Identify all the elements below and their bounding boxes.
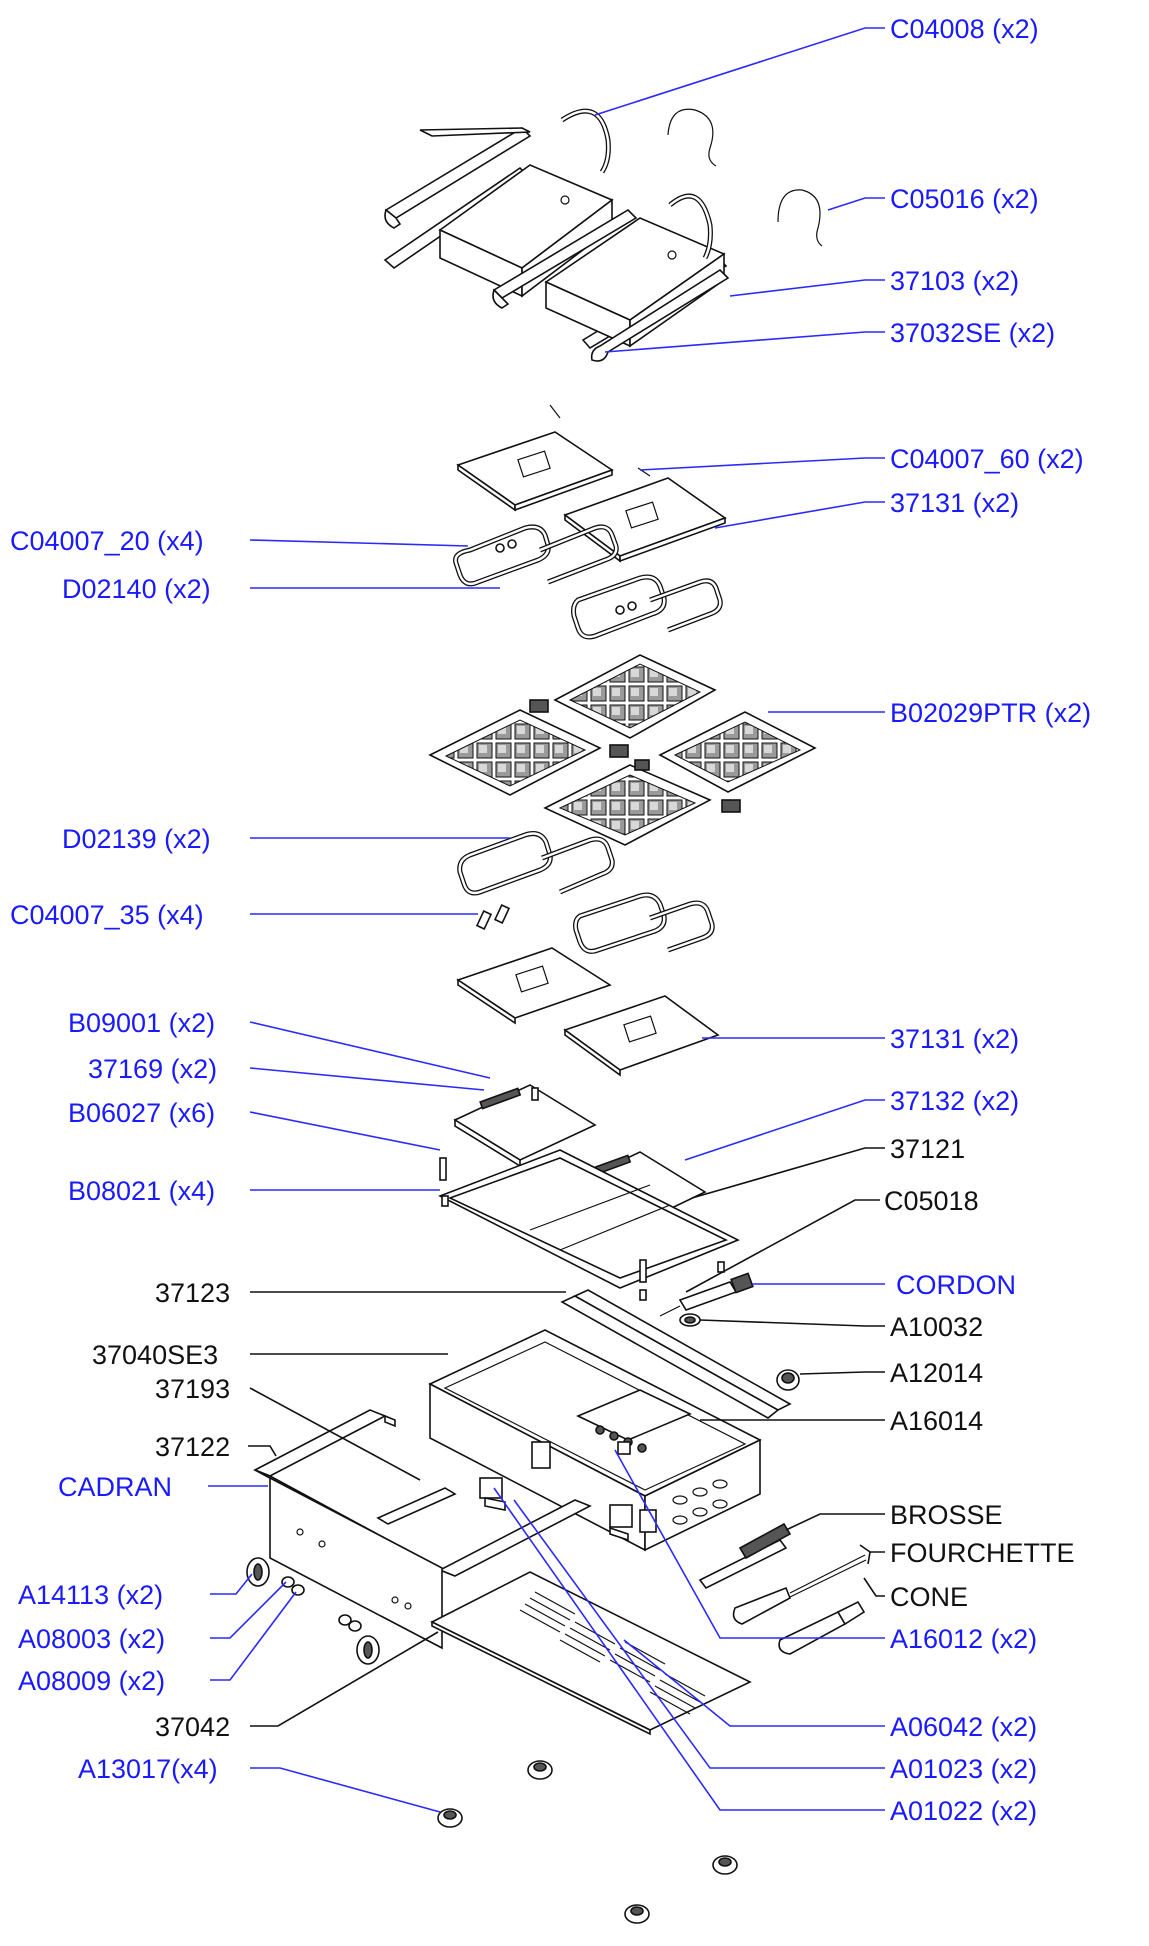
upper-plates xyxy=(453,404,727,640)
label-37131-bottom: 37131 (x2) xyxy=(890,1024,1019,1054)
leader-lines xyxy=(208,27,885,1813)
label-a08009: A08009 (x2) xyxy=(18,1666,165,1696)
label-fourchette: FOURCHETTE xyxy=(890,1538,1075,1568)
label-b06027: B06027 (x6) xyxy=(68,1098,215,1128)
label-d02140: D02140 (x2) xyxy=(62,574,211,604)
part-labels: C04008 (x2) C05016 (x2) 37103 (x2) 37032… xyxy=(10,14,1091,1826)
label-c04007-20: C04007_20 (x4) xyxy=(10,526,204,556)
label-37122: 37122 xyxy=(155,1432,230,1462)
label-a10032: A10032 xyxy=(890,1312,983,1342)
label-brosse: BROSSE xyxy=(890,1500,1003,1530)
label-b02029ptr: B02029PTR (x2) xyxy=(890,698,1091,728)
base-frame xyxy=(438,1084,740,1301)
label-a16014: A16014 xyxy=(890,1406,983,1436)
label-a16012: A16012 (x2) xyxy=(890,1624,1037,1654)
label-a01023: A01023 (x2) xyxy=(890,1754,1037,1784)
label-c04007-35: C04007_35 (x4) xyxy=(10,900,204,930)
label-37032se: 37032SE (x2) xyxy=(890,318,1055,348)
label-37040se3: 37040SE3 xyxy=(92,1340,218,1370)
label-a13017: A13017(x4) xyxy=(78,1754,218,1784)
label-a08003: A08003 (x2) xyxy=(18,1624,165,1654)
label-a14113: A14113 (x2) xyxy=(18,1580,163,1610)
label-37132: 37132 (x2) xyxy=(890,1086,1019,1116)
label-37169: 37169 (x2) xyxy=(88,1054,217,1084)
label-a06042: A06042 (x2) xyxy=(890,1712,1037,1742)
label-cone: CONE xyxy=(890,1582,968,1612)
label-37131-top: 37131 (x2) xyxy=(890,488,1019,518)
lid-assembly xyxy=(383,108,823,362)
label-c04008: C04008 (x2) xyxy=(890,14,1039,44)
waffle-plates xyxy=(428,654,817,846)
label-c05018: C05018 xyxy=(884,1186,979,1216)
label-b09001: B09001 (x2) xyxy=(68,1008,215,1038)
label-d02139: D02139 (x2) xyxy=(62,824,211,854)
label-37042: 37042 xyxy=(155,1712,230,1742)
label-c05016: C05016 (x2) xyxy=(890,184,1039,214)
control-panel xyxy=(246,1409,592,1665)
label-b08021: B08021 (x4) xyxy=(68,1176,215,1206)
label-37123: 37123 xyxy=(155,1278,230,1308)
label-c04007-60: C04007_60 (x2) xyxy=(890,444,1084,474)
label-a01022: A01022 (x2) xyxy=(890,1796,1037,1826)
label-cadran: CADRAN xyxy=(58,1472,172,1502)
lower-plates xyxy=(456,831,720,1077)
bottom-components xyxy=(430,1441,752,1924)
label-a12014: A12014 xyxy=(890,1358,983,1388)
label-37121: 37121 xyxy=(890,1134,965,1164)
accessories xyxy=(698,1522,867,1655)
label-37193: 37193 xyxy=(155,1374,230,1404)
label-37103: 37103 (x2) xyxy=(890,266,1019,296)
label-cordon: CORDON xyxy=(896,1270,1016,1300)
